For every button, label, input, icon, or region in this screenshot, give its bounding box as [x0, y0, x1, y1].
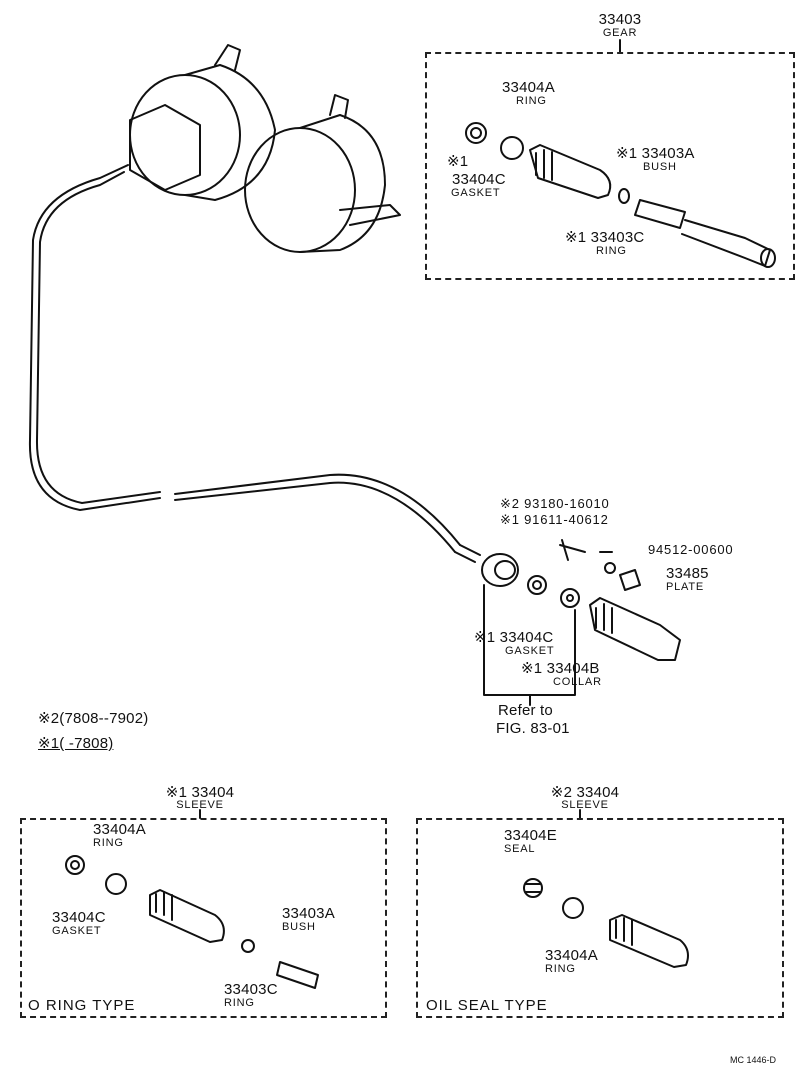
legend-mark-1: ※1( -7808) — [38, 735, 114, 752]
sleeve1-ring-a-name: RING — [93, 837, 124, 849]
refer-to-label: Refer to — [498, 702, 553, 719]
gear-ring-a-part-number: 33404A — [502, 79, 555, 96]
gear-ring-c-part-number: ※1 33403C — [565, 229, 645, 246]
gear-gasket-mark: ※1 — [447, 153, 469, 170]
gear-name: GEAR — [602, 27, 638, 39]
gear-ring-a-name: RING — [516, 95, 547, 107]
sleeve2-ring-a-part-number: 33404A — [545, 947, 598, 964]
sleeve1-ring-c-name: RING — [224, 997, 255, 1009]
oil-seal-type-box — [416, 818, 784, 1018]
middle-parts — [483, 539, 681, 706]
sleeve2-seal-name: SEAL — [504, 843, 536, 855]
sleeve1-gasket-name: GASKET — [52, 925, 102, 937]
gear-box — [425, 52, 795, 280]
washer-part-number: 94512-00600 — [648, 542, 734, 557]
mid-gasket-name: GASKET — [505, 645, 555, 657]
sleeve1-bush-name: BUSH — [282, 921, 316, 933]
sleeve1-bush-part-number: 33403A — [282, 905, 335, 922]
sleeve1-ring-c-part-number: 33403C — [224, 981, 278, 998]
sleeve1-name: SLEEVE — [176, 799, 224, 811]
gear-gasket-name: GASKET — [451, 187, 501, 199]
collar-part-number: ※1 33404B — [521, 660, 600, 677]
speedometer-cable — [28, 164, 519, 587]
gear-part-number: 33403 — [598, 11, 642, 28]
sleeve1-gasket-part-number: 33404C — [52, 909, 106, 926]
gear-bush-part-number: ※1 33403A — [616, 145, 695, 162]
oil-seal-type-label: OIL SEAL TYPE — [426, 997, 548, 1014]
sleeve2-part-number: ※2 33404 — [550, 784, 620, 801]
gear-ring-c-name: RING — [596, 245, 627, 257]
bolt-part-number-2: ※1 91611-40612 — [500, 512, 609, 527]
gear-bush-name: BUSH — [643, 161, 677, 173]
figure-code: MC 1446-D — [730, 1055, 777, 1065]
oil-seal-type-parts — [523, 878, 689, 968]
legend-mark-2: ※2(7808--7902) — [38, 710, 149, 727]
refer-figure-label: FIG. 83-01 — [496, 720, 570, 737]
o-ring-type-label: O RING TYPE — [28, 997, 136, 1014]
collar-name: COLLAR — [553, 676, 602, 688]
o-ring-type-parts — [65, 855, 319, 989]
sleeve2-seal-part-number: 33404E — [504, 827, 557, 844]
plate-name: PLATE — [666, 581, 705, 593]
bolt-part-number-1: ※2 93180-16010 — [500, 496, 610, 511]
sleeve2-ring-a-name: RING — [545, 963, 576, 975]
plate-part-number: 33485 — [666, 565, 709, 582]
meter-housing — [129, 44, 401, 253]
mid-gasket-part-number: ※1 33404C — [474, 629, 554, 646]
sleeve2-name: SLEEVE — [561, 799, 609, 811]
sleeve1-ring-a-part-number: 33404A — [93, 821, 146, 838]
o-ring-type-box — [20, 818, 387, 1018]
sleeve1-part-number: ※1 33404 — [165, 784, 235, 801]
gear-gasket-part-number: 33404C — [452, 171, 506, 188]
gear-parts — [465, 122, 776, 268]
